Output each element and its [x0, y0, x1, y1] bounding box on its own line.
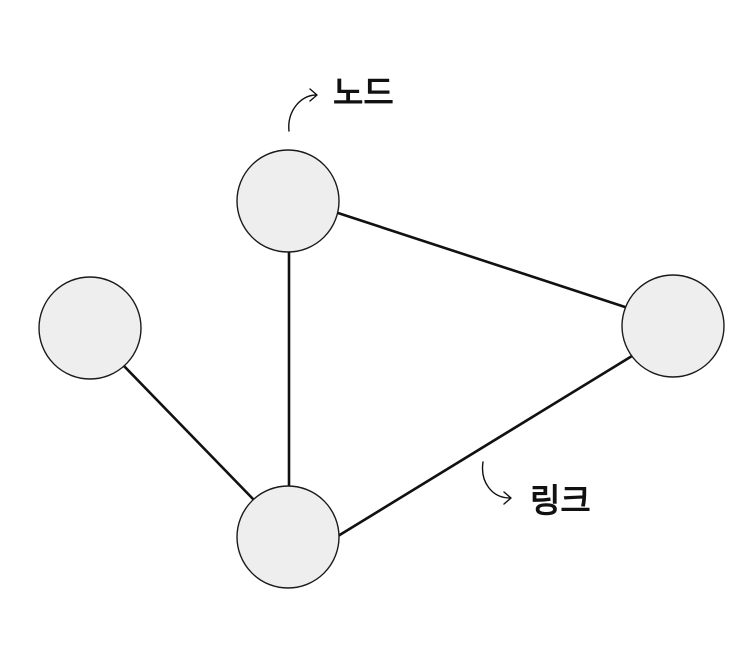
- node-annotation-arrow: [288, 94, 317, 132]
- node-annotation-label: 노드: [333, 73, 394, 112]
- node-top: [236, 149, 340, 253]
- link-bottom-right: [336, 354, 634, 538]
- links: [121, 211, 634, 538]
- node-left: [38, 276, 142, 380]
- link-annotation-label: 링크: [530, 481, 591, 520]
- node-bottom: [236, 485, 340, 589]
- link-annotation-arrow: [481, 461, 511, 499]
- link-left-bottom: [121, 363, 256, 502]
- link-annotation-arrowhead: [503, 491, 512, 505]
- link-annotation: 링크: [481, 461, 591, 520]
- node-annotation-arrowhead: [309, 88, 318, 102]
- link-top-right: [336, 211, 627, 309]
- node-right: [621, 274, 725, 378]
- node-annotation: 노드: [288, 73, 394, 132]
- nodes: [38, 149, 725, 589]
